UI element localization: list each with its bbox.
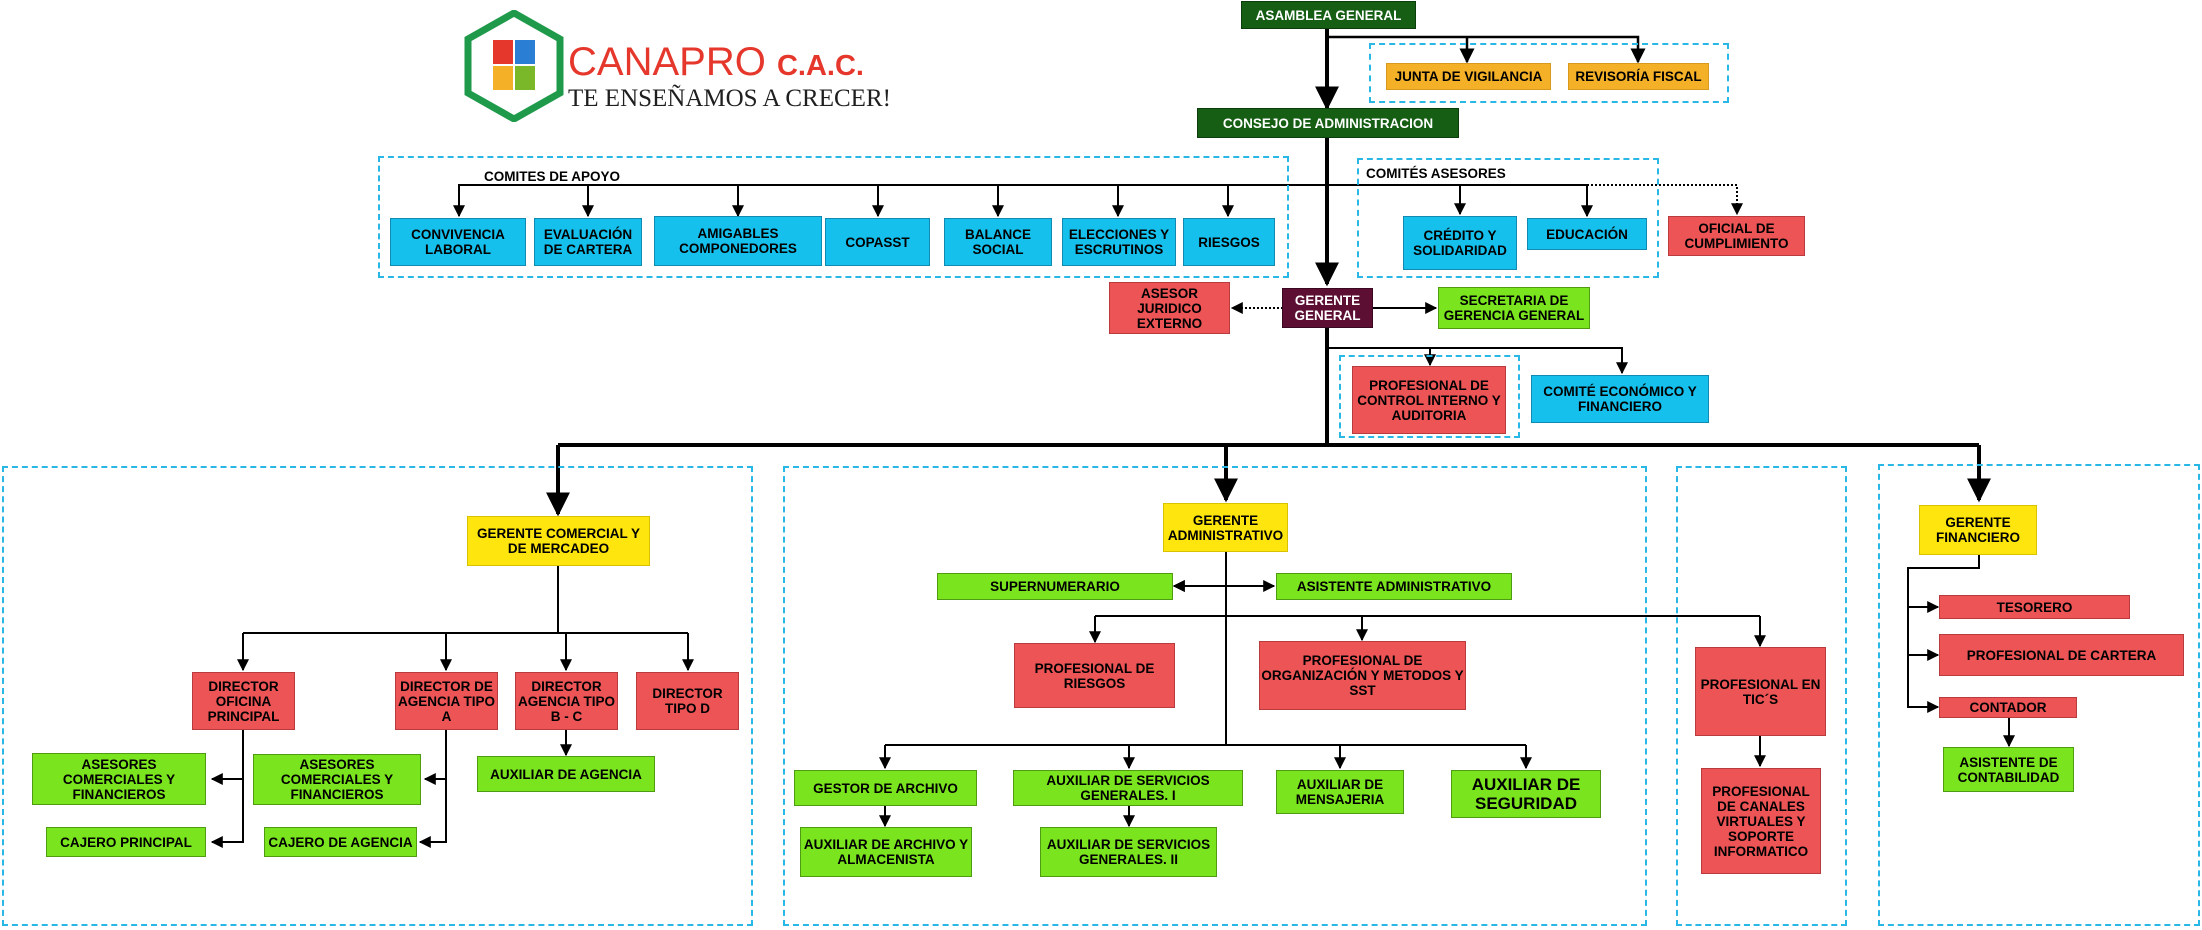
- area-tic-frame: [1676, 466, 1847, 926]
- auxiliar-servicios-1-box[interactable]: AUXILIAR DE SERVICIOS GENERALES. I: [1013, 770, 1243, 806]
- revisoria-fiscal-box[interactable]: REVISORÍA FISCAL: [1568, 63, 1709, 90]
- area-administrativa-frame: [783, 466, 1647, 926]
- auxiliar-agencia-box[interactable]: AUXILIAR DE AGENCIA: [477, 756, 655, 792]
- logo-slogan: TE ENSEÑAMOS A CRECER!: [568, 85, 891, 112]
- comite-convivencia-box[interactable]: CONVIVENCIA LABORAL: [390, 218, 526, 266]
- profesional-canales-box[interactable]: PROFESIONAL DE CANALES VIRTUALES Y SOPOR…: [1701, 768, 1821, 874]
- auxiliar-mensajeria-box[interactable]: AUXILIAR DE MENSAJERIA: [1276, 770, 1404, 814]
- comite-evaluacion-cartera-box[interactable]: EVALUACIÓN DE CARTERA: [534, 218, 642, 266]
- comites-asesores-label: COMITÉS ASESORES: [1362, 166, 1510, 181]
- director-oficina-principal-box[interactable]: DIRECTOR OFICINA PRINCIPAL: [192, 672, 295, 730]
- canapro-cube-logo-icon: [464, 10, 564, 122]
- area-comercial-frame: [2, 466, 753, 926]
- asistente-contabilidad-box[interactable]: ASISTENTE DE CONTABILIDAD: [1943, 747, 2074, 792]
- gerente-general-box[interactable]: GERENTE GENERAL: [1282, 288, 1373, 328]
- asamblea-general-box[interactable]: ASAMBLEA GENERAL: [1241, 1, 1416, 29]
- contador-box[interactable]: CONTADOR: [1939, 697, 2077, 718]
- logo-brand: CANAPRO C.A.C.: [568, 40, 864, 88]
- asistente-administrativo-box[interactable]: ASISTENTE ADMINISTRATIVO: [1276, 573, 1512, 600]
- comite-copasst-box[interactable]: COPASST: [825, 218, 930, 266]
- comite-elecciones-box[interactable]: ELECCIONES Y ESCRUTINOS: [1062, 218, 1176, 266]
- brand-suffix: C.A.C.: [776, 50, 864, 82]
- comite-amigables-box[interactable]: AMIGABLES COMPONEDORES: [654, 216, 822, 266]
- comites-apoyo-label: COMITES DE APOYO: [480, 169, 625, 184]
- comites-apoyo-frame: [378, 156, 1289, 278]
- gerente-comercial-box[interactable]: GERENTE COMERCIAL Y DE MERCADEO: [467, 516, 650, 566]
- auxiliar-servicios-2-box[interactable]: AUXILIAR DE SERVICIOS GENERALES. II: [1040, 827, 1217, 877]
- comite-economico-box[interactable]: COMITÉ ECONÓMICO Y FINANCIERO: [1531, 375, 1709, 423]
- cajero-agencia-box[interactable]: CAJERO DE AGENCIA: [264, 827, 417, 857]
- director-agencia-bc-box[interactable]: DIRECTOR AGENCIA TIPO B - C: [515, 672, 618, 730]
- profesional-organizacion-box[interactable]: PROFESIONAL DE ORGANIZACIÓN Y METODOS Y …: [1259, 641, 1466, 710]
- supernumerario-box[interactable]: SUPERNUMERARIO: [937, 573, 1173, 600]
- comites-asesores-frame: [1357, 158, 1659, 278]
- consejo-administracion-box[interactable]: CONSEJO DE ADMINISTRACION: [1197, 108, 1459, 138]
- gestor-archivo-box[interactable]: GESTOR DE ARCHIVO: [794, 770, 977, 806]
- control-interno-box[interactable]: PROFESIONAL DE CONTROL INTERNO Y AUDITOR…: [1352, 366, 1506, 434]
- auxiliar-seguridad-box[interactable]: AUXILIAR DE SEGURIDAD: [1451, 770, 1601, 818]
- asesores-comerciales-2-box[interactable]: ASESORES COMERCIALES Y FINANCIEROS: [253, 754, 421, 805]
- gerente-financiero-box[interactable]: GERENTE FINANCIERO: [1919, 505, 2037, 555]
- profesional-cartera-box[interactable]: PROFESIONAL DE CARTERA: [1939, 634, 2184, 676]
- comite-riesgos-box[interactable]: RIESGOS: [1183, 218, 1275, 266]
- profesional-riesgos-box[interactable]: PROFESIONAL DE RIESGOS: [1014, 643, 1175, 708]
- control-interno-frame: [1339, 355, 1520, 438]
- auxiliar-archivo-box[interactable]: AUXILIAR DE ARCHIVO Y ALMACENISTA: [800, 827, 972, 877]
- oficial-cumplimiento-box[interactable]: OFICIAL DE CUMPLIMIENTO: [1668, 216, 1805, 256]
- cajero-principal-box[interactable]: CAJERO PRINCIPAL: [46, 827, 206, 857]
- area-financiera-frame: [1878, 464, 2200, 926]
- secretaria-gerencia-box[interactable]: SECRETARIA DE GERENCIA GENERAL: [1438, 287, 1590, 329]
- profesional-tics-box[interactable]: PROFESIONAL EN TIC´S: [1695, 647, 1826, 736]
- comite-educacion-box[interactable]: EDUCACIÓN: [1527, 218, 1647, 250]
- brand-main: CANAPRO: [568, 40, 766, 84]
- junta-vigilancia-box[interactable]: JUNTA DE VIGILANCIA: [1386, 63, 1551, 90]
- director-agencia-a-box[interactable]: DIRECTOR DE AGENCIA TIPO A: [395, 672, 498, 730]
- comite-balance-social-box[interactable]: BALANCE SOCIAL: [944, 218, 1052, 266]
- gerente-administrativo-box[interactable]: GERENTE ADMINISTRATIVO: [1163, 503, 1288, 552]
- director-tipo-d-box[interactable]: DIRECTOR TIPO D: [636, 672, 739, 730]
- tesorero-box[interactable]: TESORERO: [1939, 595, 2130, 619]
- asesores-comerciales-1-box[interactable]: ASESORES COMERCIALES Y FINANCIEROS: [32, 753, 206, 805]
- junta-revisoria-frame: [1369, 43, 1729, 103]
- comite-credito-box[interactable]: CRÉDITO Y SOLIDARIDAD: [1403, 216, 1517, 270]
- asesor-juridico-box[interactable]: ASESOR JURIDICO EXTERNO: [1109, 282, 1230, 334]
